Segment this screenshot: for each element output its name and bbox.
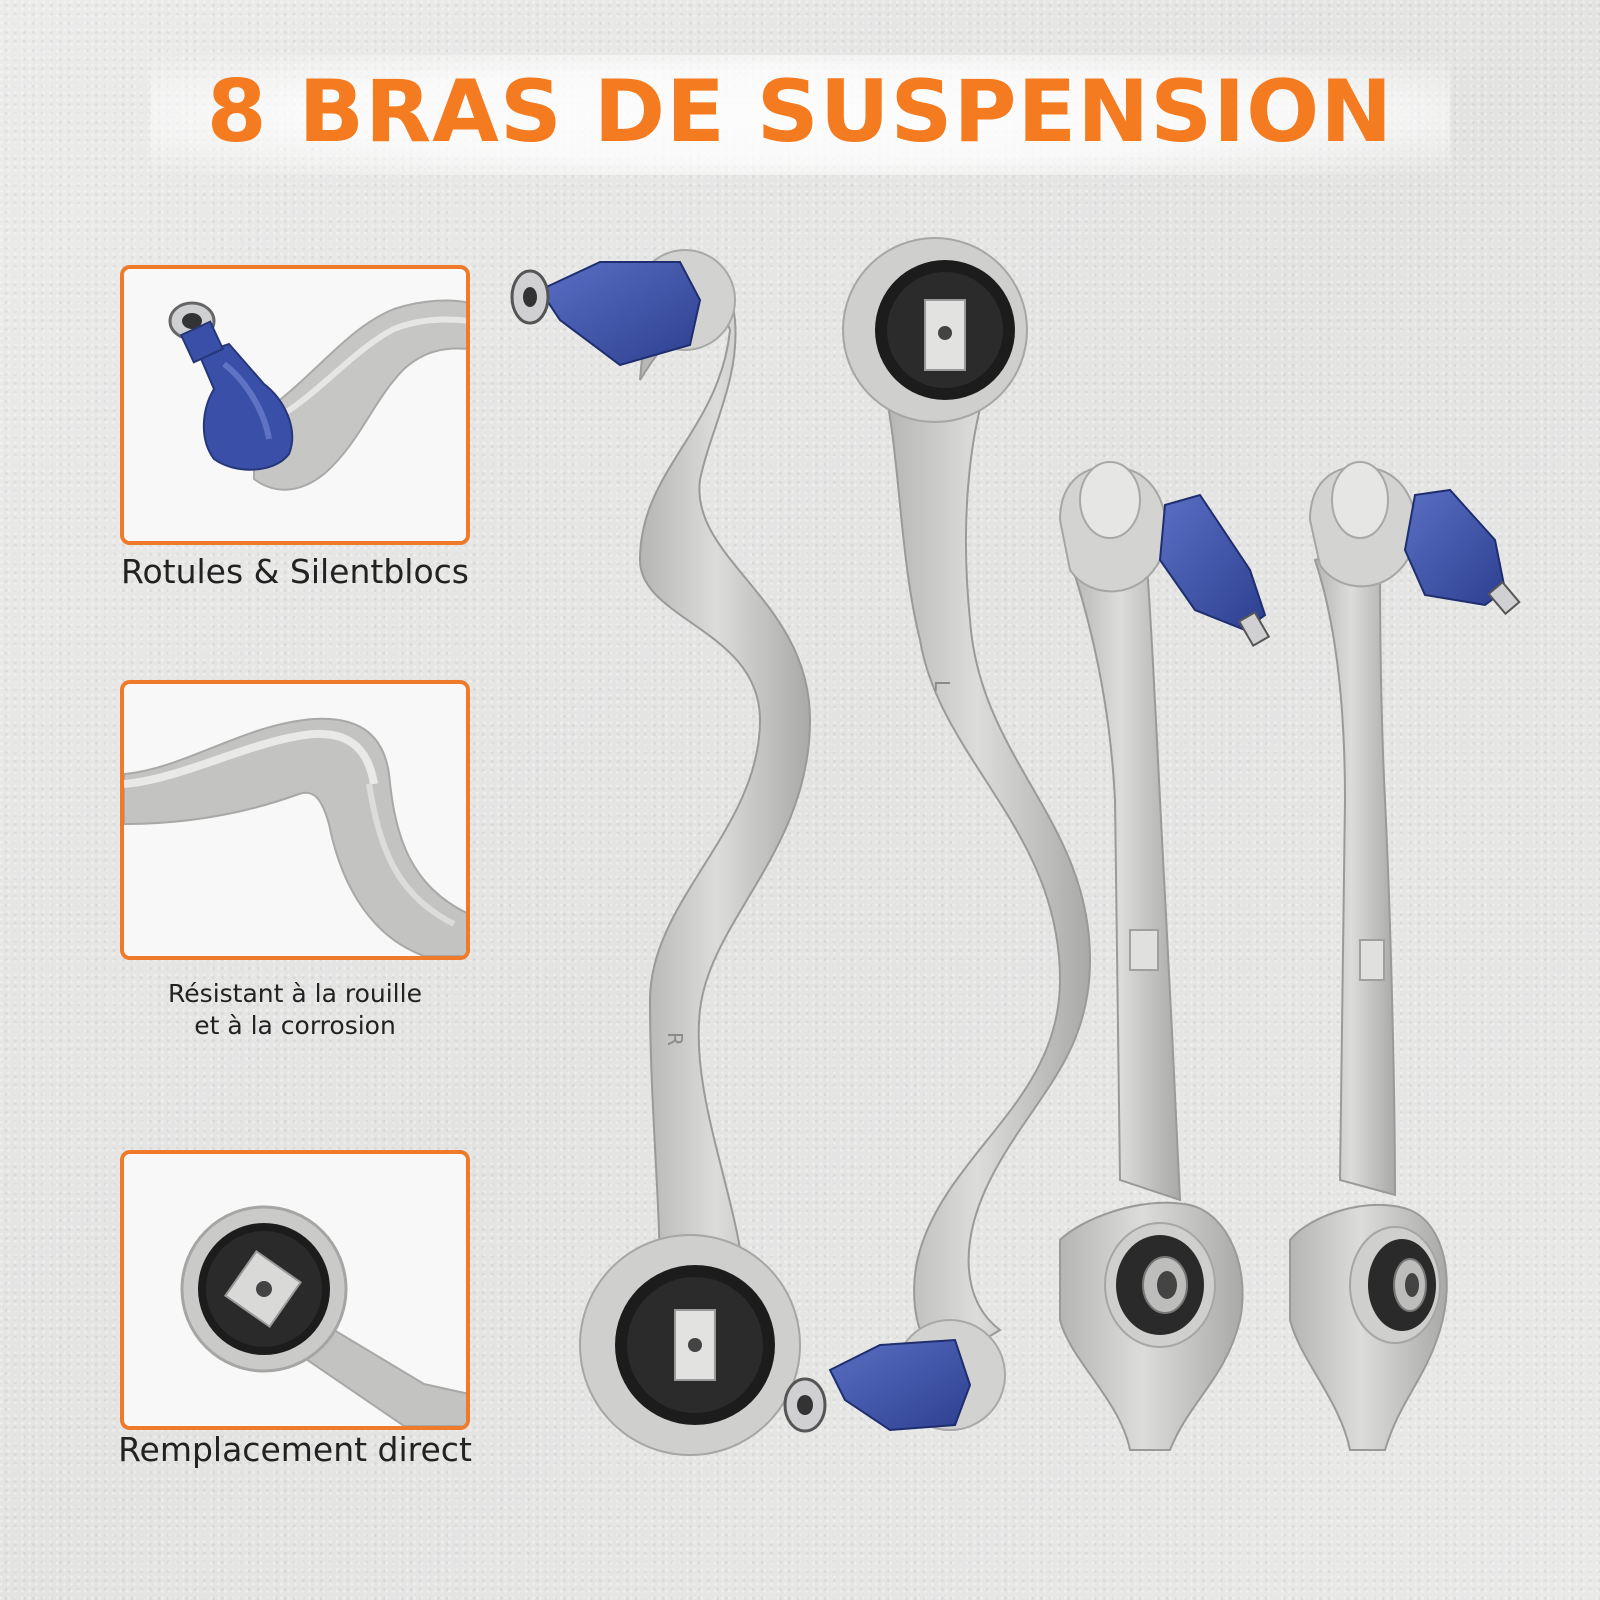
curved-control-arm-left: L: [783, 237, 1092, 1433]
feature-caption-corrosion-line2: et à la corrosion: [194, 1011, 396, 1040]
feature-image-direct-replacement: [120, 1150, 470, 1430]
arm-marking-l: L: [930, 680, 954, 692]
curved-control-arm-right: R: [510, 249, 812, 1456]
ball-joint-closeup-image: [124, 269, 466, 541]
feature-caption-ball-joints: Rotules & Silentblocs: [121, 552, 469, 591]
feature-caption-corrosion-line1: Résistant à la rouille: [168, 979, 422, 1008]
straight-control-arm-left: [1058, 461, 1271, 1451]
arm-curve-closeup-image: [124, 684, 466, 956]
bushing-closeup-image: [124, 1154, 466, 1426]
feature-caption-direct-replacement: Remplacement direct: [118, 1430, 472, 1469]
page-title: 8 BRAS DE SUSPENSION: [206, 62, 1394, 162]
feature-image-ball-joints: [120, 265, 470, 545]
feature-caption-corrosion: Résistant à la rouille et à la corrosion: [60, 978, 530, 1042]
feature-image-corrosion: [120, 680, 470, 960]
title-highlight-band: [150, 55, 1450, 175]
arm-marking-r: R: [663, 1032, 687, 1046]
straight-control-arm-right: [1289, 461, 1521, 1451]
